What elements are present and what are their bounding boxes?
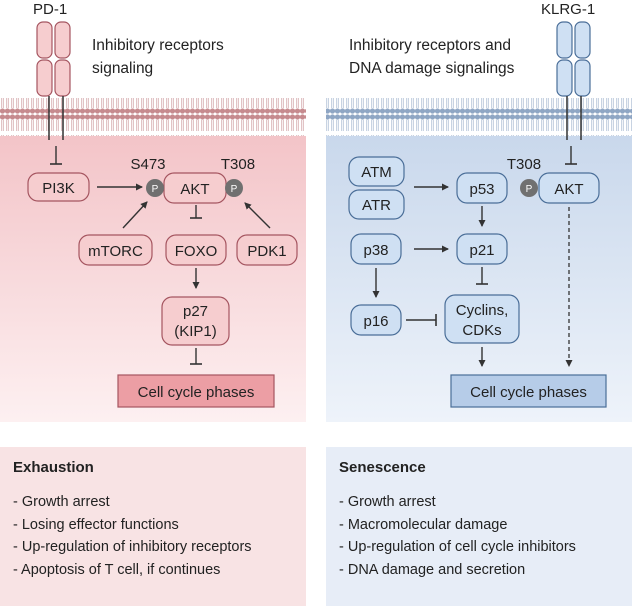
senescence-item: - Macromolecular damage — [339, 516, 508, 533]
node-akt-left-label: AKT — [180, 181, 209, 198]
node-p53: p53 — [456, 172, 508, 204]
node-cyclins: Cyclins, CDKs — [444, 294, 520, 344]
senescence-box: Senescence - Growth arrest - Macromolecu… — [326, 447, 632, 606]
pd1-label: PD-1 — [33, 1, 67, 18]
node-atr: ATR — [348, 189, 405, 220]
right-membrane — [326, 98, 632, 136]
exhaustion-item: - Apoptosis of T cell, if continues — [13, 561, 221, 578]
node-p27-label-line2: (KIP1) — [174, 323, 217, 340]
node-p38-label: p38 — [363, 242, 388, 259]
node-cyclins-label-line2: CDKs — [462, 322, 501, 339]
node-akt-right-label: AKT — [554, 181, 583, 198]
right-panel: KLRG-1 Inhibitory receptors and DNA dama… — [326, 1, 632, 422]
node-atm-label: ATM — [361, 164, 392, 181]
exhaustion-title: Exhaustion — [13, 459, 94, 476]
senescence-list: - Growth arrest - Macromolecular damage … — [339, 491, 619, 581]
phospho-t308-left-label: P — [231, 184, 238, 195]
node-mtorc: mTORC — [78, 234, 153, 266]
node-atr-label: ATR — [362, 197, 391, 214]
node-p53-label: p53 — [469, 181, 494, 198]
node-cell-cycle-left: Cell cycle phases — [117, 374, 275, 408]
exhaustion-item: - Growth arrest — [13, 494, 110, 510]
right-title-line2: DNA damage signalings — [349, 60, 515, 77]
node-cell-cycle-right: Cell cycle phases — [450, 374, 607, 408]
node-pdk1-label: PDK1 — [247, 243, 286, 260]
node-pi3k-label: PI3K — [42, 180, 75, 197]
site-t308-left: T308 — [221, 156, 255, 173]
node-atm: ATM — [348, 156, 405, 187]
node-p16: p16 — [350, 304, 402, 336]
node-p16-label: p16 — [363, 313, 388, 330]
exhaustion-list: - Growth arrest - Losing effector functi… — [13, 491, 293, 581]
node-p27: p27 (KIP1) — [161, 296, 230, 346]
phospho-t308-left: P — [225, 179, 243, 197]
klrg1-label: KLRG-1 — [541, 1, 595, 18]
node-cell-cycle-left-label: Cell cycle phases — [138, 384, 255, 401]
node-pi3k: PI3K — [27, 172, 90, 202]
site-s473: S473 — [130, 156, 165, 173]
arrow-mtorc-akt — [122, 201, 148, 229]
right-title-line1: Inhibitory receptors and — [349, 37, 511, 54]
left-membrane — [0, 98, 306, 136]
exhaustion-item: - Losing effector functions — [13, 516, 179, 533]
site-t308-right: T308 — [507, 156, 541, 173]
node-mtorc-label: mTORC — [88, 243, 143, 260]
node-cyclins-label-line1: Cyclins, — [456, 302, 509, 319]
senescence-title: Senescence — [339, 459, 426, 476]
left-panel: PD-1 Inhibitory receptors signaling PI3K… — [0, 1, 306, 422]
senescence-item: - Up-regulation of cell cycle inhibitors — [339, 539, 576, 555]
node-foxo-label: FOXO — [175, 243, 218, 260]
inhibit-klrg1-akt — [565, 146, 577, 165]
node-p21-label: p21 — [469, 242, 494, 259]
node-pdk1: PDK1 — [236, 234, 298, 266]
node-p27-label-line1: p27 — [183, 303, 208, 320]
left-title-line1: Inhibitory receptors — [92, 37, 224, 54]
node-akt-left: AKT — [163, 172, 227, 204]
node-cell-cycle-right-label: Cell cycle phases — [470, 384, 587, 401]
node-akt-right: AKT — [538, 172, 600, 204]
arrow-pdk1-akt — [244, 202, 271, 229]
node-foxo: FOXO — [165, 234, 227, 266]
senescence-item: - Growth arrest — [339, 494, 436, 510]
left-title-line2: signaling — [92, 60, 153, 77]
inhibit-p16-cyclins — [406, 314, 437, 326]
inhibit-p27-cellcycle — [190, 348, 202, 365]
exhaustion-item: - Up-regulation of inhibitory receptors — [13, 539, 252, 555]
inhibit-akt-foxo — [190, 205, 202, 219]
inhibit-pd1-pi3k — [50, 146, 62, 165]
klrg1-receptor — [556, 21, 591, 140]
node-p38: p38 — [350, 233, 402, 265]
exhaustion-box: Exhaustion - Growth arrest - Losing effe… — [0, 447, 306, 606]
phospho-t308-right-label: P — [526, 184, 533, 195]
phospho-s473-label: P — [152, 184, 159, 195]
senescence-item: - DNA damage and secretion — [339, 561, 526, 578]
phospho-t308-right: P — [520, 179, 538, 197]
inhibit-p21-cyclins — [476, 267, 488, 285]
pd1-receptor — [36, 21, 71, 140]
node-p21: p21 — [456, 233, 508, 265]
phospho-s473: P — [146, 179, 164, 197]
